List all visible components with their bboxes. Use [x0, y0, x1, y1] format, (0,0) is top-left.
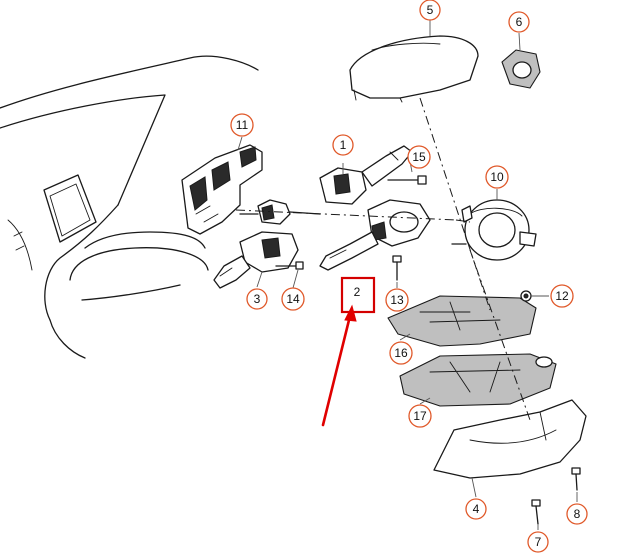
svg-text:3: 3 [254, 292, 261, 306]
dashboard-outline [0, 55, 259, 359]
svg-text:10: 10 [490, 170, 504, 184]
svg-text:13: 13 [390, 293, 404, 307]
part-10-clock-spring [451, 199, 537, 261]
callout-labels: 1 2 3 4 5 6 7 8 [230, 0, 588, 553]
part-7-screw [531, 499, 541, 525]
callout-5: 5 [419, 0, 441, 21]
callout-17: 17 [408, 404, 432, 428]
svg-text:4: 4 [473, 502, 480, 516]
callout-3: 3 [246, 288, 268, 310]
part-2-combination-switch [319, 199, 431, 271]
part-16-lower-panel [387, 295, 537, 347]
callout-14: 14 [281, 287, 305, 311]
part-13-screw [392, 255, 402, 281]
callout-1: 1 [332, 134, 354, 156]
callout-13: 13 [385, 288, 409, 312]
part-12-screw [520, 290, 532, 302]
callout-2: 2 [346, 282, 368, 304]
svg-text:17: 17 [413, 409, 427, 423]
part-5-upper-trim [349, 35, 479, 103]
part-3-wiper-switch [213, 231, 299, 289]
svg-text:6: 6 [516, 15, 523, 29]
svg-text:5: 5 [427, 3, 434, 17]
part-1-turn-signal-switch [319, 145, 413, 205]
callout-10: 10 [485, 165, 509, 189]
callout-12: 12 [550, 284, 574, 308]
svg-text:2: 2 [354, 285, 361, 299]
svg-text:16: 16 [394, 346, 408, 360]
part-6-cover-cap [501, 49, 541, 89]
highlight-arrow [321, 314, 352, 427]
callout-4: 4 [465, 498, 487, 520]
svg-text:1: 1 [340, 138, 347, 152]
callout-7: 7 [527, 531, 549, 553]
callout-15: 15 [407, 145, 431, 169]
svg-text:12: 12 [555, 289, 569, 303]
highlight-indicator [321, 276, 376, 427]
svg-text:8: 8 [574, 507, 581, 521]
svg-text:11: 11 [236, 118, 249, 132]
part-14-screw [275, 261, 304, 270]
svg-text:14: 14 [286, 292, 300, 306]
callout-16: 16 [389, 341, 413, 365]
highlight-arrow-head [344, 304, 357, 322]
part-8-screw [571, 467, 581, 491]
callout-8: 8 [566, 503, 588, 525]
svg-text:7: 7 [535, 535, 542, 549]
part-11-switch-housing [181, 144, 263, 235]
part-17-lower-shroud [399, 353, 557, 407]
part-4-lower-trim [433, 399, 587, 479]
assembly-axis-lines [235, 97, 531, 421]
part-15-screw [387, 175, 427, 185]
highlight-box [340, 276, 376, 314]
callout-11: 11 [230, 113, 254, 137]
svg-text:15: 15 [412, 150, 426, 164]
callout-6: 6 [508, 11, 530, 33]
